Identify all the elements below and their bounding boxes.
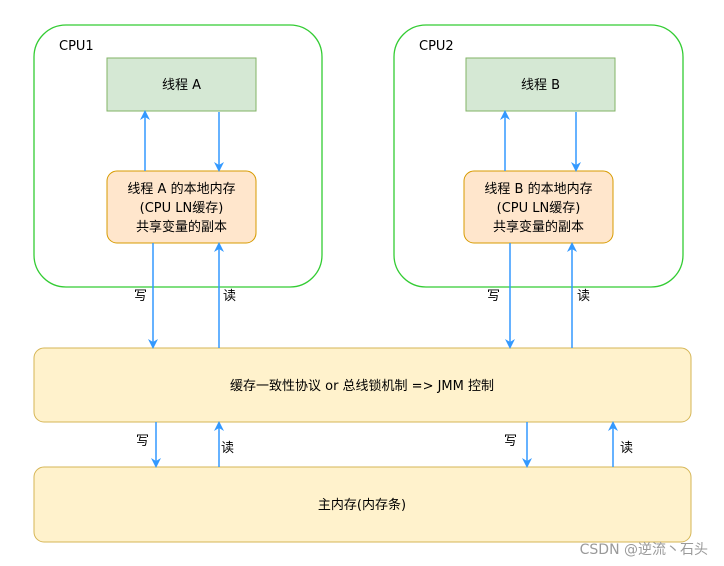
cache-b-line-3: 共享变量的副本 <box>493 219 584 235</box>
main-memory-box <box>33 466 692 543</box>
cache-a-read-label: 读 <box>223 289 236 304</box>
thread-a-label: 线程 A <box>162 78 201 93</box>
watermark: CSDN @逆流丶石头 <box>580 542 708 558</box>
thread-b-box <box>465 57 616 112</box>
bus-write-label-left: 写 <box>136 434 149 449</box>
cpu1-label: CPU1 <box>59 39 94 54</box>
thread-b-label: 线程 B <box>521 78 560 93</box>
cache-a-line-2: (CPU LN缓存) <box>140 201 224 216</box>
protocol-bus-box <box>33 347 692 423</box>
bus-write-label-right: 写 <box>504 434 517 449</box>
cache-b-box <box>463 170 614 244</box>
main-memory-label: 主内存(内存条) <box>318 497 406 513</box>
cache-b-read-label: 读 <box>577 289 590 304</box>
cache-b-line-2: (CPU LN缓存) <box>497 201 581 216</box>
cache-b-write-label: 写 <box>487 289 500 304</box>
cache-a-box <box>106 170 257 244</box>
bus-read-label-left: 读 <box>221 441 234 456</box>
bus-read-label-right: 读 <box>620 441 633 456</box>
cpu2-label: CPU2 <box>419 39 454 54</box>
cache-b-line-1: 线程 B 的本地内存 <box>484 181 592 197</box>
protocol-bus-label: 缓存一致性协议 or 总线锁机制 => JMM 控制 <box>230 378 494 394</box>
thread-a-box <box>106 57 257 112</box>
cache-a-line-1: 线程 A 的本地内存 <box>127 181 235 197</box>
cache-a-line-3: 共享变量的副本 <box>136 219 227 235</box>
cache-a-write-label: 写 <box>134 289 147 304</box>
